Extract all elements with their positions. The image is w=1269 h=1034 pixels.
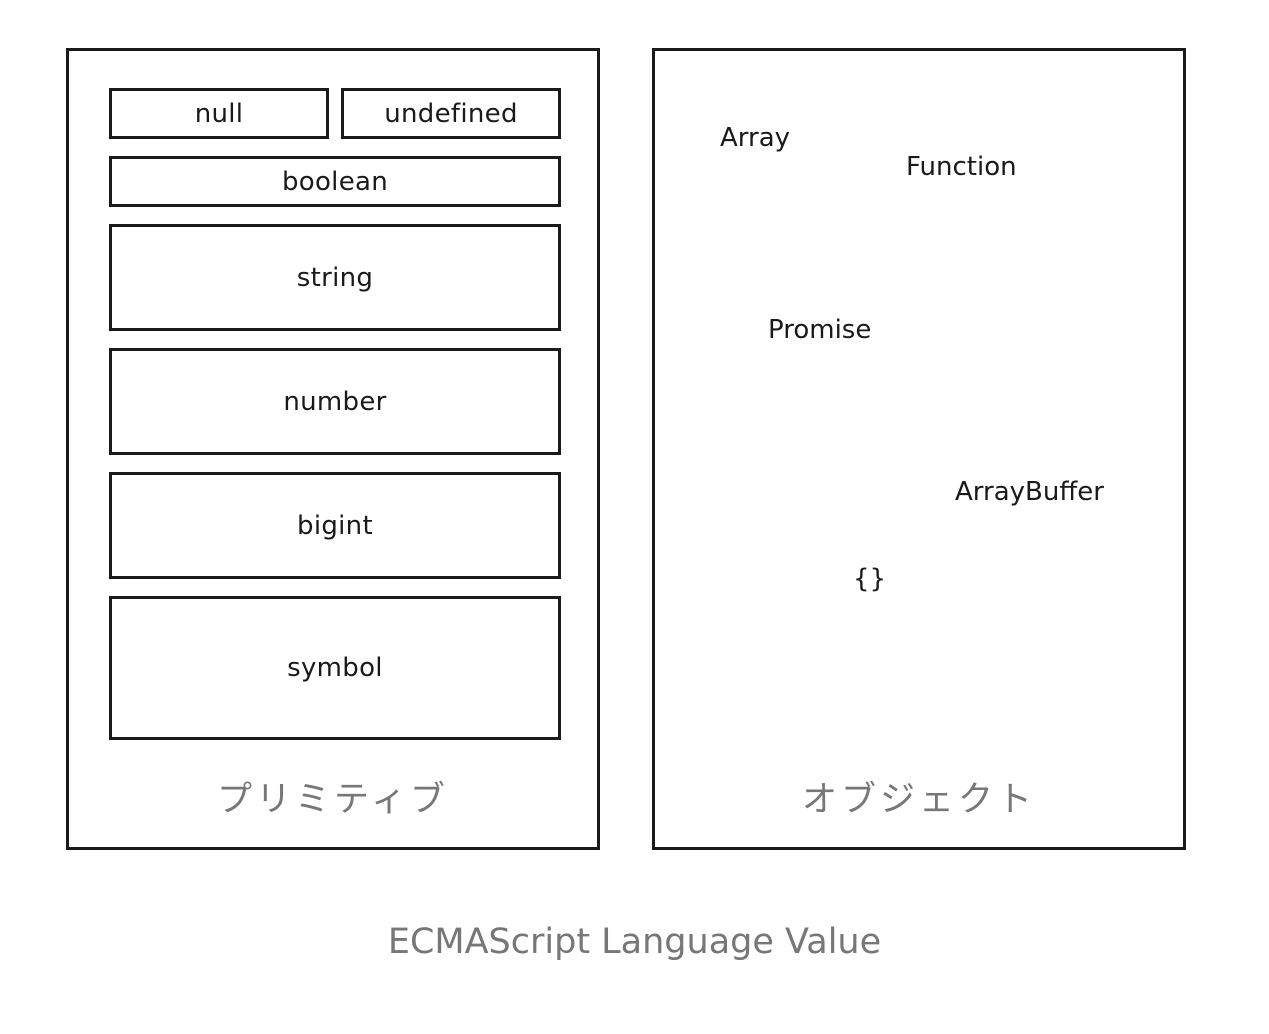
diagram-footer-label: ECMAScript Language Value	[387, 922, 882, 962]
type-null: null	[109, 88, 329, 139]
primitive-panel: null undefined boolean string number big…	[66, 48, 600, 850]
type-string: string	[109, 224, 561, 331]
type-number: number	[109, 348, 561, 455]
object-caption: オブジェクト	[801, 780, 1036, 820]
object-item-array: Array	[720, 123, 791, 153]
type-boolean: boolean	[109, 156, 561, 207]
object-panel: Array Function Promise ArrayBuffer {} オブ…	[652, 48, 1186, 850]
type-symbol: symbol	[109, 596, 561, 740]
type-undefined: undefined	[341, 88, 561, 139]
type-bigint: bigint	[109, 472, 561, 579]
object-item-promise: Promise	[768, 315, 872, 345]
object-item-plain-object: {}	[853, 564, 887, 594]
primitive-caption: プリミティブ	[217, 780, 449, 820]
object-item-function: Function	[906, 152, 1017, 182]
object-item-arraybuffer: ArrayBuffer	[955, 477, 1104, 507]
